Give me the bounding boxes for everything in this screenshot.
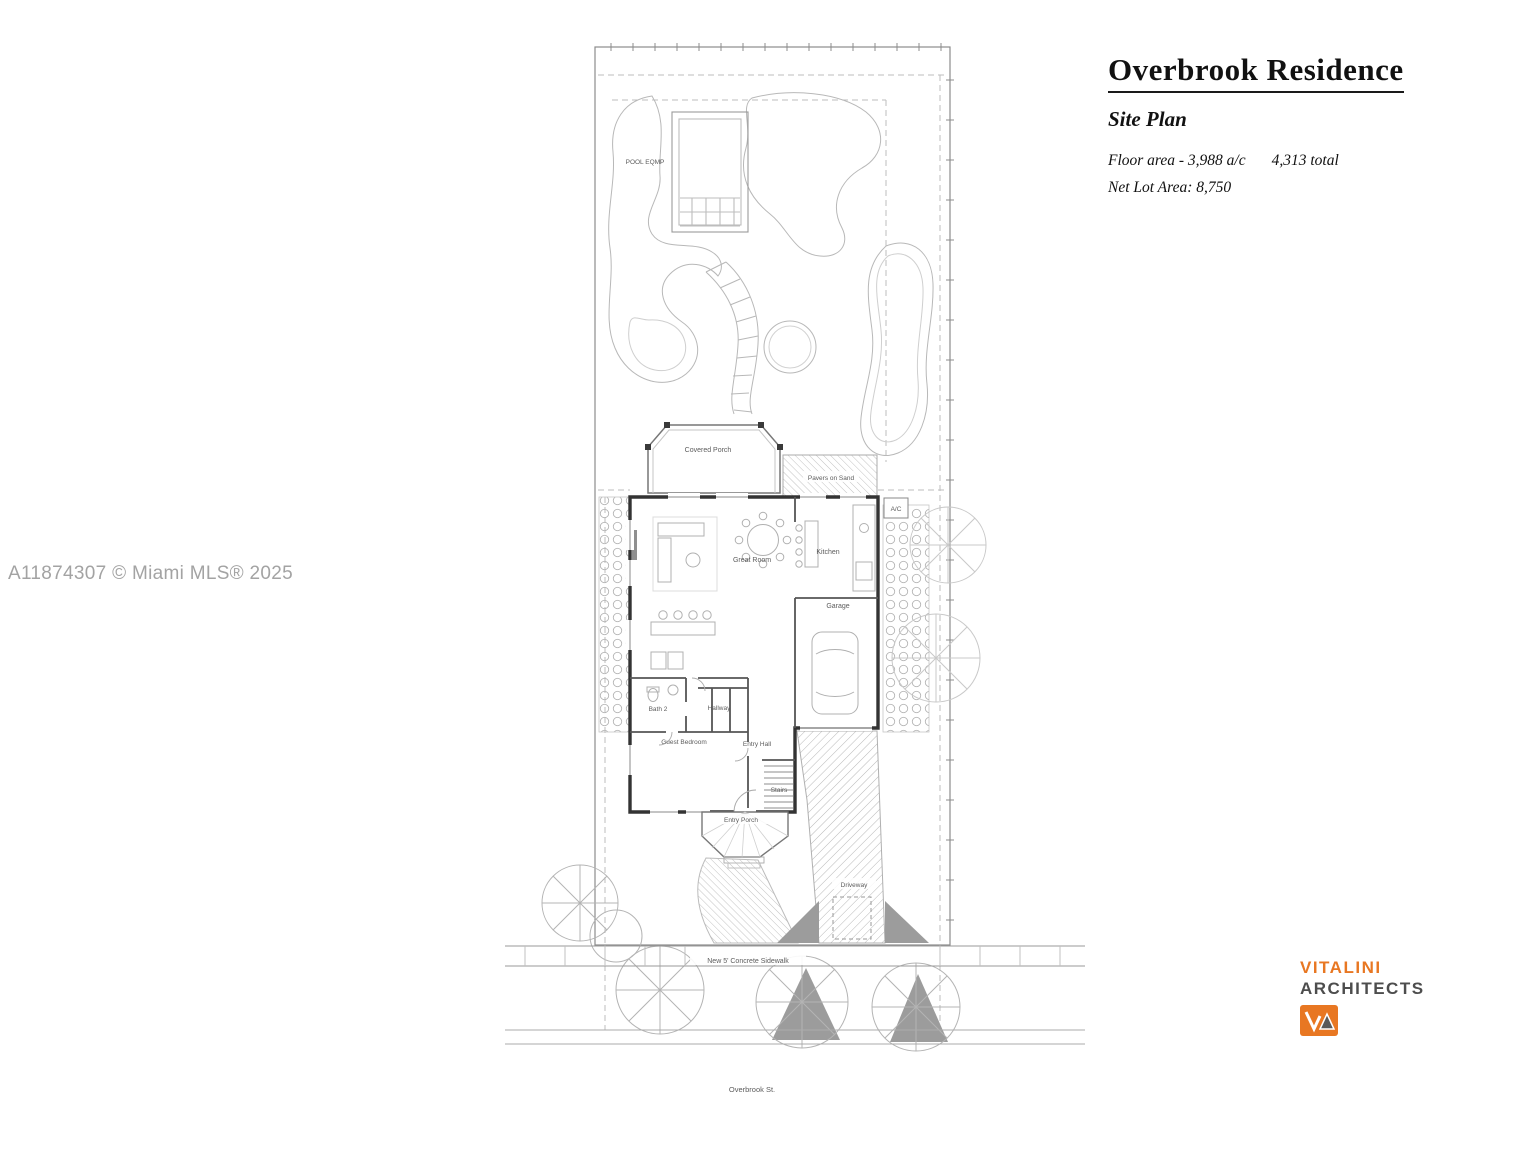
sidewalk-street [505, 945, 1085, 1045]
ground-surfaces [598, 454, 930, 944]
brand-logo-icon [1300, 1005, 1425, 1041]
floor-area-total: 4,313 total [1271, 152, 1339, 169]
label-ac: A/C [891, 506, 902, 513]
label-kitchen: Kitchen [816, 549, 839, 556]
stairs-treads [764, 765, 793, 809]
backyard-landscape [608, 92, 934, 456]
label-covered-porch: Covered Porch [685, 447, 732, 454]
architect-branding: VITALINI ARCHITECTS [1300, 958, 1425, 1041]
street-trees [541, 864, 961, 1052]
ac-pad [883, 497, 909, 519]
title-block: Overbrook Residence Site Plan Floor area… [1108, 52, 1404, 197]
label-hallway: Hallway [708, 705, 732, 712]
plan-labels: POOL EQMP Covered Porch Pavers on Sand A… [626, 159, 902, 1094]
label-sidewalk: New 5' Concrete Sidewalk [707, 958, 789, 965]
label-garage: Garage [826, 603, 849, 610]
label-driveway: Driveway [841, 882, 868, 889]
net-lot-line: Net Lot Area: 8,750 [1108, 179, 1232, 196]
label-pavers-on-sand: Pavers on Sand [808, 475, 855, 482]
label-bath-2: Bath 2 [649, 706, 668, 713]
brand-name-top: VITALINI [1300, 958, 1382, 977]
page-title: Overbrook Residence [1108, 52, 1404, 93]
sheet-subtitle: Site Plan [1108, 107, 1187, 131]
label-street: Overbrook St. [729, 1085, 775, 1094]
pool [671, 111, 749, 233]
side-trees [891, 506, 987, 703]
label-entry-porch: Entry Porch [724, 817, 758, 824]
label-entry-hall: Entry Hall [743, 741, 772, 748]
mls-watermark: A11874307 © Miami MLS® 2025 [8, 563, 294, 584]
floor-area-line: Floor area - 3,988 a/c 4,313 total [1108, 152, 1404, 170]
brand-name-bottom: ARCHITECTS [1300, 979, 1425, 998]
label-great-room: Great Room [733, 557, 771, 564]
label-stairs: Stairs [771, 787, 788, 794]
floor-area-value: Floor area - 3,988 a/c [1108, 152, 1246, 169]
label-guest-bedroom: Guest Bedroom [661, 739, 707, 746]
label-pool-eqmp: POOL EQMP [626, 159, 665, 166]
